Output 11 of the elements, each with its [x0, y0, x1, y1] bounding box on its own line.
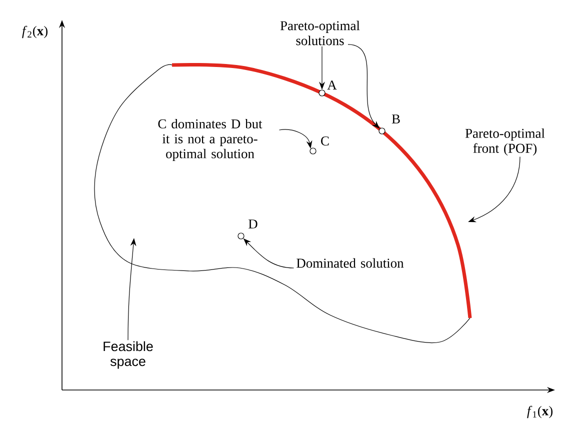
annotation-text: C dominates D but it is not a pareto-optimal solution — [158, 118, 262, 162]
point-label: C — [321, 136, 329, 146]
axis-label: f$_{1}$(x) — [527, 406, 552, 418]
annotation-text: Pareto-optimal solutions — [280, 20, 360, 46]
annotation-text: Pareto-optimal front (POF) — [465, 128, 545, 156]
point-label: D — [248, 220, 258, 228]
axis-label: f$_{2}$(x) — [22, 26, 48, 38]
point-label: A — [327, 80, 337, 90]
annotation-text: Feasible space — [104, 341, 153, 369]
annotation-text: Dominated solution — [296, 258, 404, 268]
point-label: B — [392, 114, 400, 124]
